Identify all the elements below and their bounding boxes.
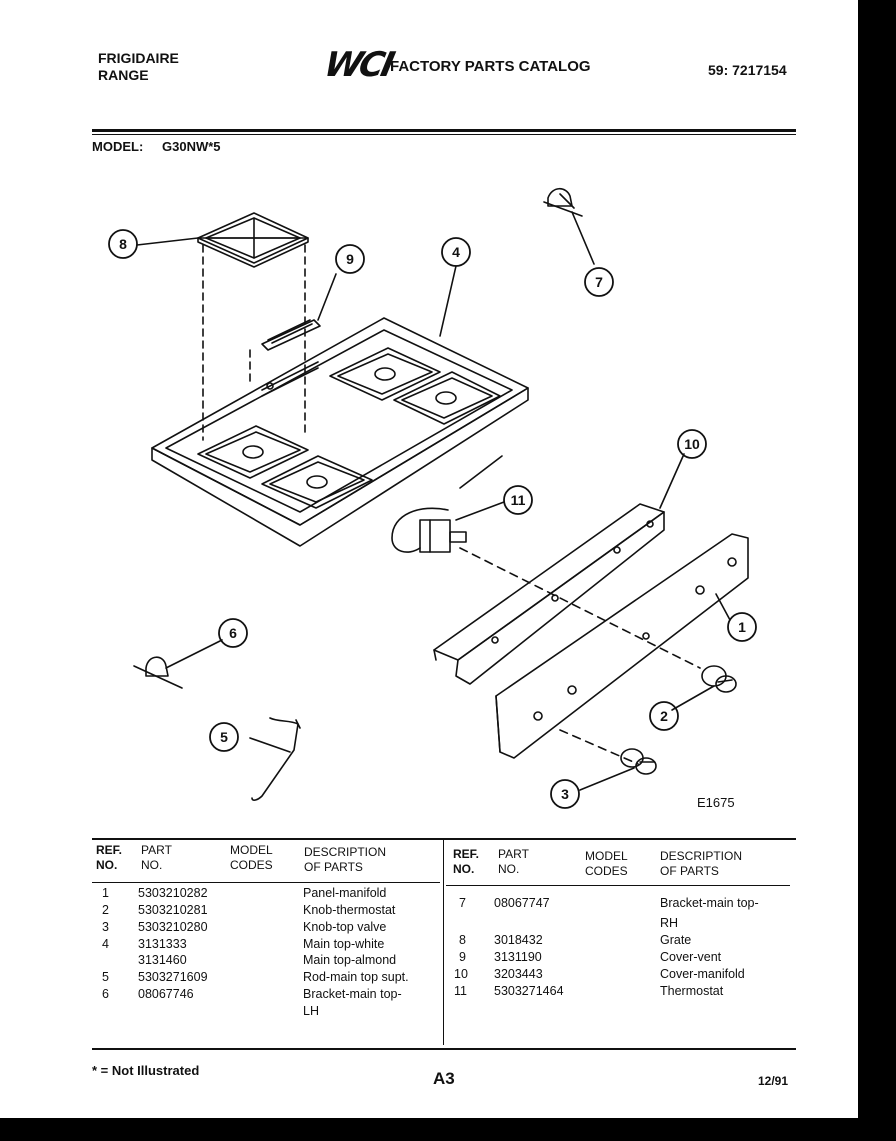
model-label: MODEL: xyxy=(92,139,144,154)
exploded-parts-diagram: 1 2 3 4 5 6 7 8 9 10 11 xyxy=(108,187,757,809)
callout-2: 2 xyxy=(660,708,668,724)
callout-5: 5 xyxy=(220,729,228,745)
leader-6 xyxy=(165,639,223,669)
bracket-lh-drawing xyxy=(133,656,183,689)
callout-circles xyxy=(108,229,757,809)
callout-10: 10 xyxy=(684,436,700,452)
leader-7 xyxy=(571,211,595,265)
leader-1 xyxy=(715,593,731,621)
grate-guide-lines xyxy=(202,244,306,441)
manifold-panel-drawing xyxy=(495,533,749,759)
callout-1: 1 xyxy=(738,619,746,635)
brand-name: FRIGIDAIRE xyxy=(98,50,179,66)
header-rule-thick xyxy=(92,129,796,132)
leader-3 xyxy=(579,767,635,791)
leader-10 xyxy=(659,453,685,509)
callout-9: 9 xyxy=(346,251,354,267)
table-top-rule xyxy=(92,838,796,840)
callout-4: 4 xyxy=(452,244,460,260)
main-top-drawing xyxy=(151,317,529,547)
header-rule-thin xyxy=(92,134,796,135)
footnote: * = Not Illustrated xyxy=(92,1063,200,1078)
wci-logo: WCI xyxy=(320,45,396,85)
leader-11 xyxy=(455,501,505,521)
page-number: A3 xyxy=(433,1069,455,1088)
model-value: G30NW*5 xyxy=(162,139,221,154)
leader-9 xyxy=(317,273,337,321)
callout-8: 8 xyxy=(119,236,127,252)
leader-4 xyxy=(439,265,457,337)
table-bottom-rule xyxy=(92,1048,796,1050)
leader-5 xyxy=(249,737,291,753)
brand-block: FRIGIDAIRE RANGE xyxy=(98,50,179,84)
rod-drawing xyxy=(251,717,301,801)
knob-thermostat-drawing xyxy=(701,665,737,693)
catalog-title: FACTORY PARTS CATALOG xyxy=(390,58,591,75)
figure-id: E1675 xyxy=(697,795,735,810)
leader-8 xyxy=(136,237,199,246)
callout-3: 3 xyxy=(561,786,569,802)
knob-valve-drawing xyxy=(620,748,657,775)
grate-drawing xyxy=(197,212,309,268)
thermostat-drawing xyxy=(391,455,503,553)
vent-cover-drawing xyxy=(261,319,321,351)
table-divider xyxy=(443,840,444,1045)
revision-date: 12/91 xyxy=(758,1074,789,1088)
left-ref-header: REF.NO. xyxy=(96,843,123,872)
catalog-page: FRIGIDAIRE RANGE WCI FACTORY PARTS CATAL… xyxy=(0,0,858,1118)
leader-2 xyxy=(671,685,715,711)
right-ref-header: REF.NO. xyxy=(453,847,480,876)
right-header-rule xyxy=(446,885,790,886)
callout-7: 7 xyxy=(595,274,603,290)
callout-6: 6 xyxy=(229,625,237,641)
product-name: RANGE xyxy=(98,67,149,83)
catalog-number: 59: 7217154 xyxy=(708,62,787,78)
bracket-rh-drawing xyxy=(543,187,583,217)
callout-11: 11 xyxy=(511,492,526,508)
left-header-rule xyxy=(92,882,440,883)
manifold-cover-drawing xyxy=(433,503,665,685)
